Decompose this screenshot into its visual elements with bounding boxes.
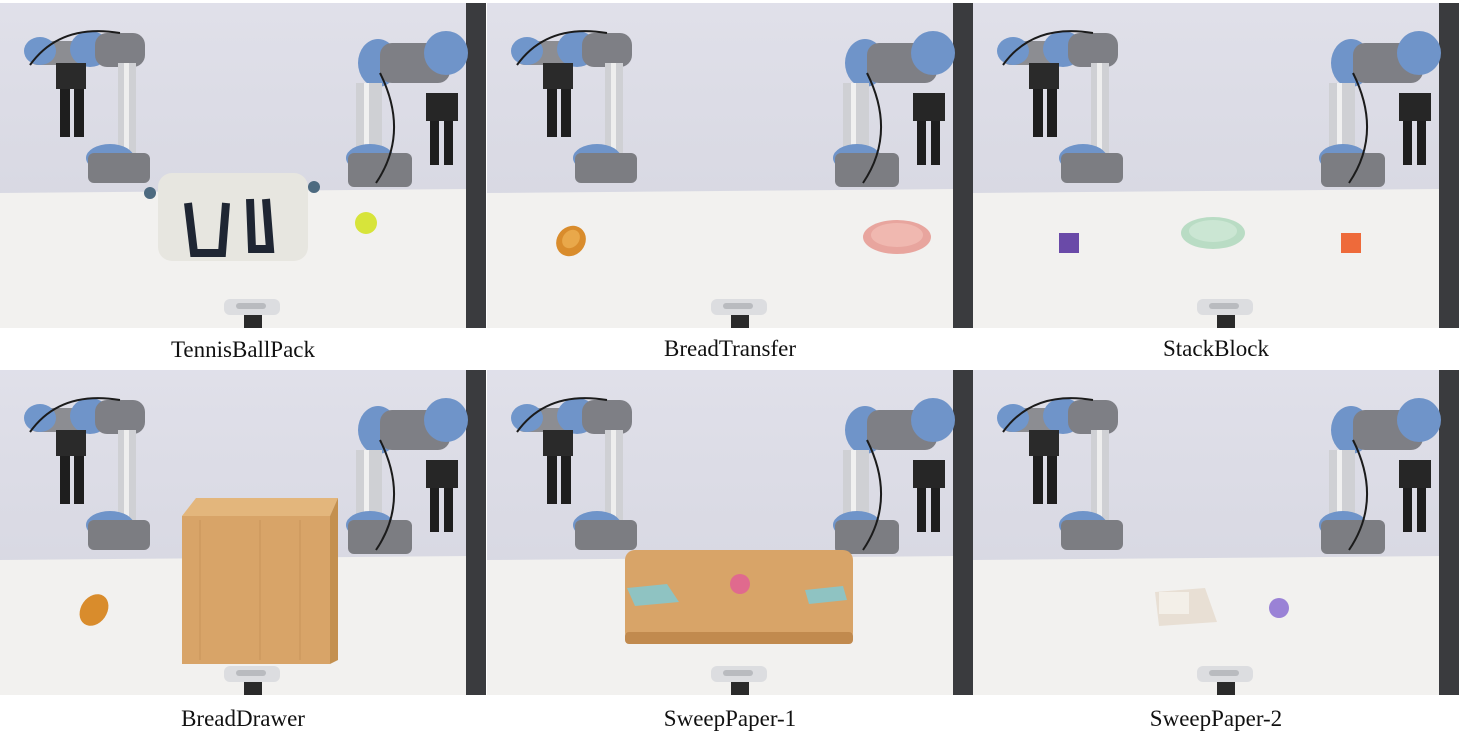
caption-stack-block: StackBlock bbox=[1162, 336, 1270, 361]
bag bbox=[144, 173, 320, 261]
photo-sweep-paper-1 bbox=[487, 370, 973, 695]
caption-bread-drawer: BreadDrawer bbox=[181, 706, 305, 731]
caption-bread-transfer: BreadTransfer bbox=[663, 336, 796, 361]
photo-stack-block bbox=[973, 3, 1459, 328]
photo-bread-drawer bbox=[0, 370, 486, 695]
caption-tennis-ball-pack: TennisBallPack bbox=[170, 337, 316, 362]
photo-tennis-ball-pack bbox=[0, 3, 486, 328]
caption-sweep-paper-2: SweepPaper-2 bbox=[1149, 706, 1283, 731]
photo-sweep-paper-2 bbox=[973, 370, 1459, 695]
photo-bread-transfer bbox=[487, 3, 973, 328]
caption-sweep-paper-1: SweepPaper-1 bbox=[663, 706, 797, 731]
